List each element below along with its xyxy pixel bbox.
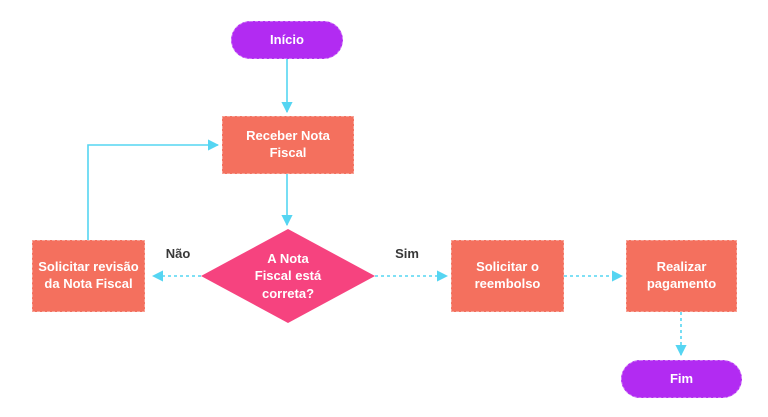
edge-revisao-receber-loop <box>87 139 220 240</box>
process-node-pagamento: Realizar pagamento <box>626 240 737 312</box>
process-node-receber-label: Receber Nota Fiscal <box>246 128 330 160</box>
end-node-label: Fim <box>669 370 694 386</box>
end-node: Fim <box>621 360 742 398</box>
start-node-label: Início <box>270 31 304 47</box>
process-node-revisao-label: Solicitar revisão da Nota Fiscal <box>38 259 139 291</box>
decision-node-label: A Nota Fiscal está correta? <box>254 250 322 301</box>
process-node-revisao: Solicitar revisão da Nota Fiscal <box>32 240 145 312</box>
decision-node-shape <box>201 229 375 323</box>
process-node-reembolso: Solicitar o reembolso <box>451 240 564 312</box>
start-node: Início <box>231 21 343 59</box>
process-node-reembolso-label: Solicitar o reembolso <box>474 259 541 291</box>
edge-label-no: Não <box>165 246 191 261</box>
edge-label-yes: Sim <box>395 246 419 261</box>
process-node-receber: Receber Nota Fiscal <box>222 116 354 174</box>
process-node-pagamento-label: Realizar pagamento <box>646 259 717 291</box>
